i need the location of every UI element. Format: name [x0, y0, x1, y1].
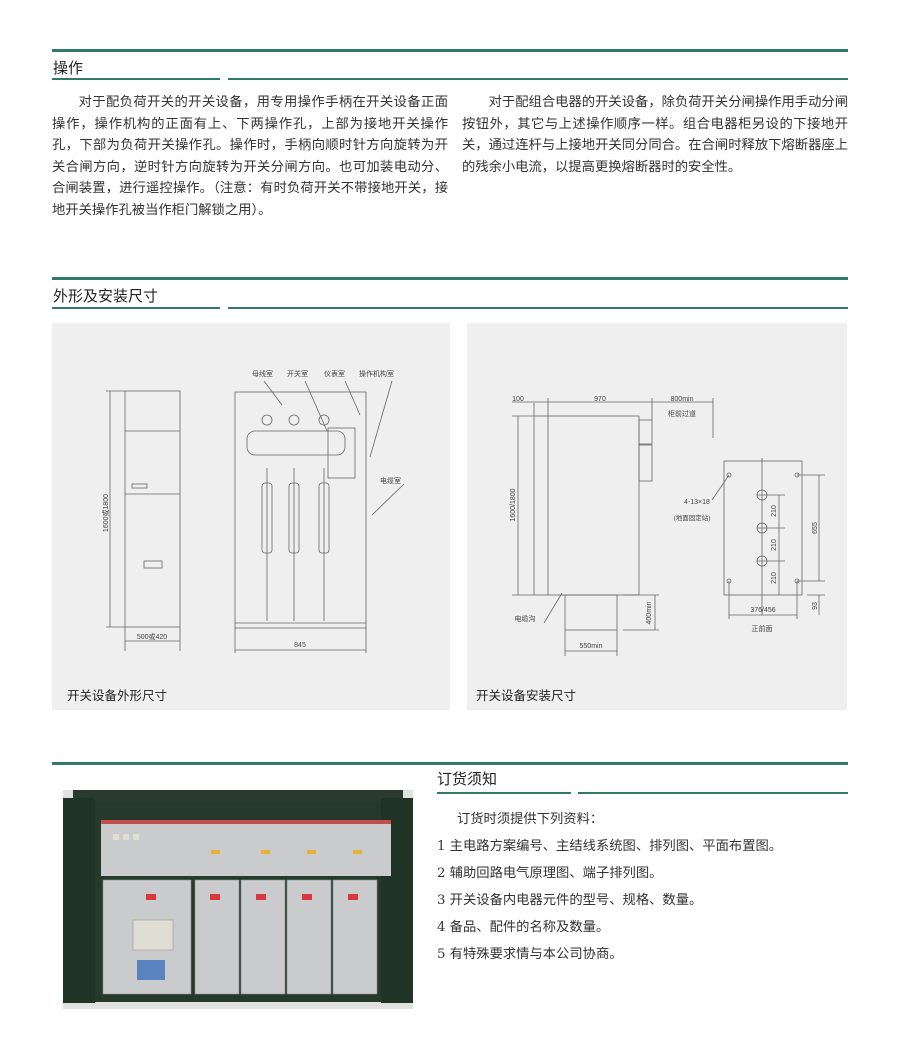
cabinet-front-view: [124, 390, 181, 628]
outline-drawing: 1600或1800 500或420 母线室 开关室 仪表室 操作机构室 电缆室 …: [101, 369, 405, 653]
aisle-label: 柜前过道: [668, 409, 696, 418]
dim-376-456: 376/456: [750, 607, 775, 614]
dim-100: 100: [512, 396, 524, 403]
height-label: 1600或1800: [101, 494, 110, 532]
holes-note: (地面固定站): [674, 513, 711, 522]
spacing-210: 210: [771, 572, 778, 584]
mechanism-box: [327, 427, 356, 479]
operation-right-paragraph: 对于配组合电器的开关设备，除负荷开关分闸操作用手动分闸按钮外，其它与上述操作顺序…: [462, 95, 848, 175]
title-underline: [228, 307, 848, 309]
holes-spec: 4-13×18: [684, 499, 710, 506]
dim-970: 970: [594, 396, 606, 403]
title-underline: [437, 792, 571, 794]
floor-plan-outline: [723, 460, 803, 596]
cable-trench: [564, 594, 618, 631]
list-item: 3 开关设备内电器元件的型号、规格、数量。: [437, 893, 703, 908]
section-title-operation: 操作: [53, 59, 84, 77]
label-cable-room: 电缆室: [380, 476, 401, 485]
list-item: 5 有特殊要求情与本公司协商。: [437, 947, 623, 962]
install-drawing: 100 970 800min 柜前过道 1600/1800 电缆沟 400min…: [510, 396, 825, 656]
list-item: 2 辅助回路电气原理图、端子排列图。: [437, 866, 663, 881]
list-item: 4 备品、配件的名称及数量。: [437, 920, 610, 935]
section-divider: [52, 277, 848, 280]
list-item: 1 主电路方案编号、主结线系统图、排列图、平面布置图。: [437, 839, 783, 854]
install-dimension-panel: 100 970 800min 柜前过道 1600/1800 电缆沟 400min…: [467, 323, 847, 710]
dim-93: 93: [812, 602, 819, 610]
title-underline: [228, 78, 848, 80]
label-busbar-room: 母线室: [252, 369, 273, 378]
switch-body: [246, 430, 346, 456]
label-meter-room: 仪表室: [324, 369, 345, 378]
trench-label: 电缆沟: [515, 614, 536, 623]
outline-dimension-panel: 1600或1800 500或420 母线室 开关室 仪表室 操作机构室 电缆室 …: [52, 323, 450, 710]
section-divider: [52, 49, 848, 52]
front-label: 正前面: [752, 624, 773, 633]
width-label: 500或420: [137, 632, 167, 641]
spacing-210: 210: [771, 505, 778, 517]
section-divider: [52, 762, 848, 765]
label-mechanism-room: 操作机构室: [359, 369, 394, 378]
title-underline: [52, 78, 220, 80]
switchgear-photo: [63, 790, 413, 1009]
depth-label: 845: [294, 642, 306, 649]
spacing-210: 210: [771, 539, 778, 551]
cabinet-side-outline: [533, 415, 640, 596]
ordering-intro: 订货时须提供下列资料：: [456, 812, 604, 827]
operation-left-paragraph: 对于配负荷开关的开关设备，用专用操作手柄在开关设备正面操作，操作机构的正面有上、…: [52, 95, 448, 218]
dim-655: 655: [812, 522, 819, 534]
trench-width: 550min: [580, 643, 603, 650]
section-title-dimensions: 外形及安装尺寸: [53, 287, 159, 305]
trench-depth: 400min: [646, 601, 653, 624]
outline-caption: 开关设备外形尺寸: [67, 688, 168, 703]
cabinet-side-view: [234, 391, 367, 629]
dim-800min: 800min: [671, 396, 694, 403]
label-switch-room: 开关室: [287, 369, 308, 378]
height-label: 1600/1800: [510, 488, 517, 521]
install-caption: 开关设备安装尺寸: [476, 688, 577, 703]
section-title-ordering: 订货须知: [437, 770, 498, 788]
ordering-list: 订货时须提供下列资料： 1 主电路方案编号、主结线系统图、排列图、平面布置图。 …: [437, 806, 782, 968]
title-underline: [52, 307, 220, 309]
title-underline: [578, 792, 848, 794]
